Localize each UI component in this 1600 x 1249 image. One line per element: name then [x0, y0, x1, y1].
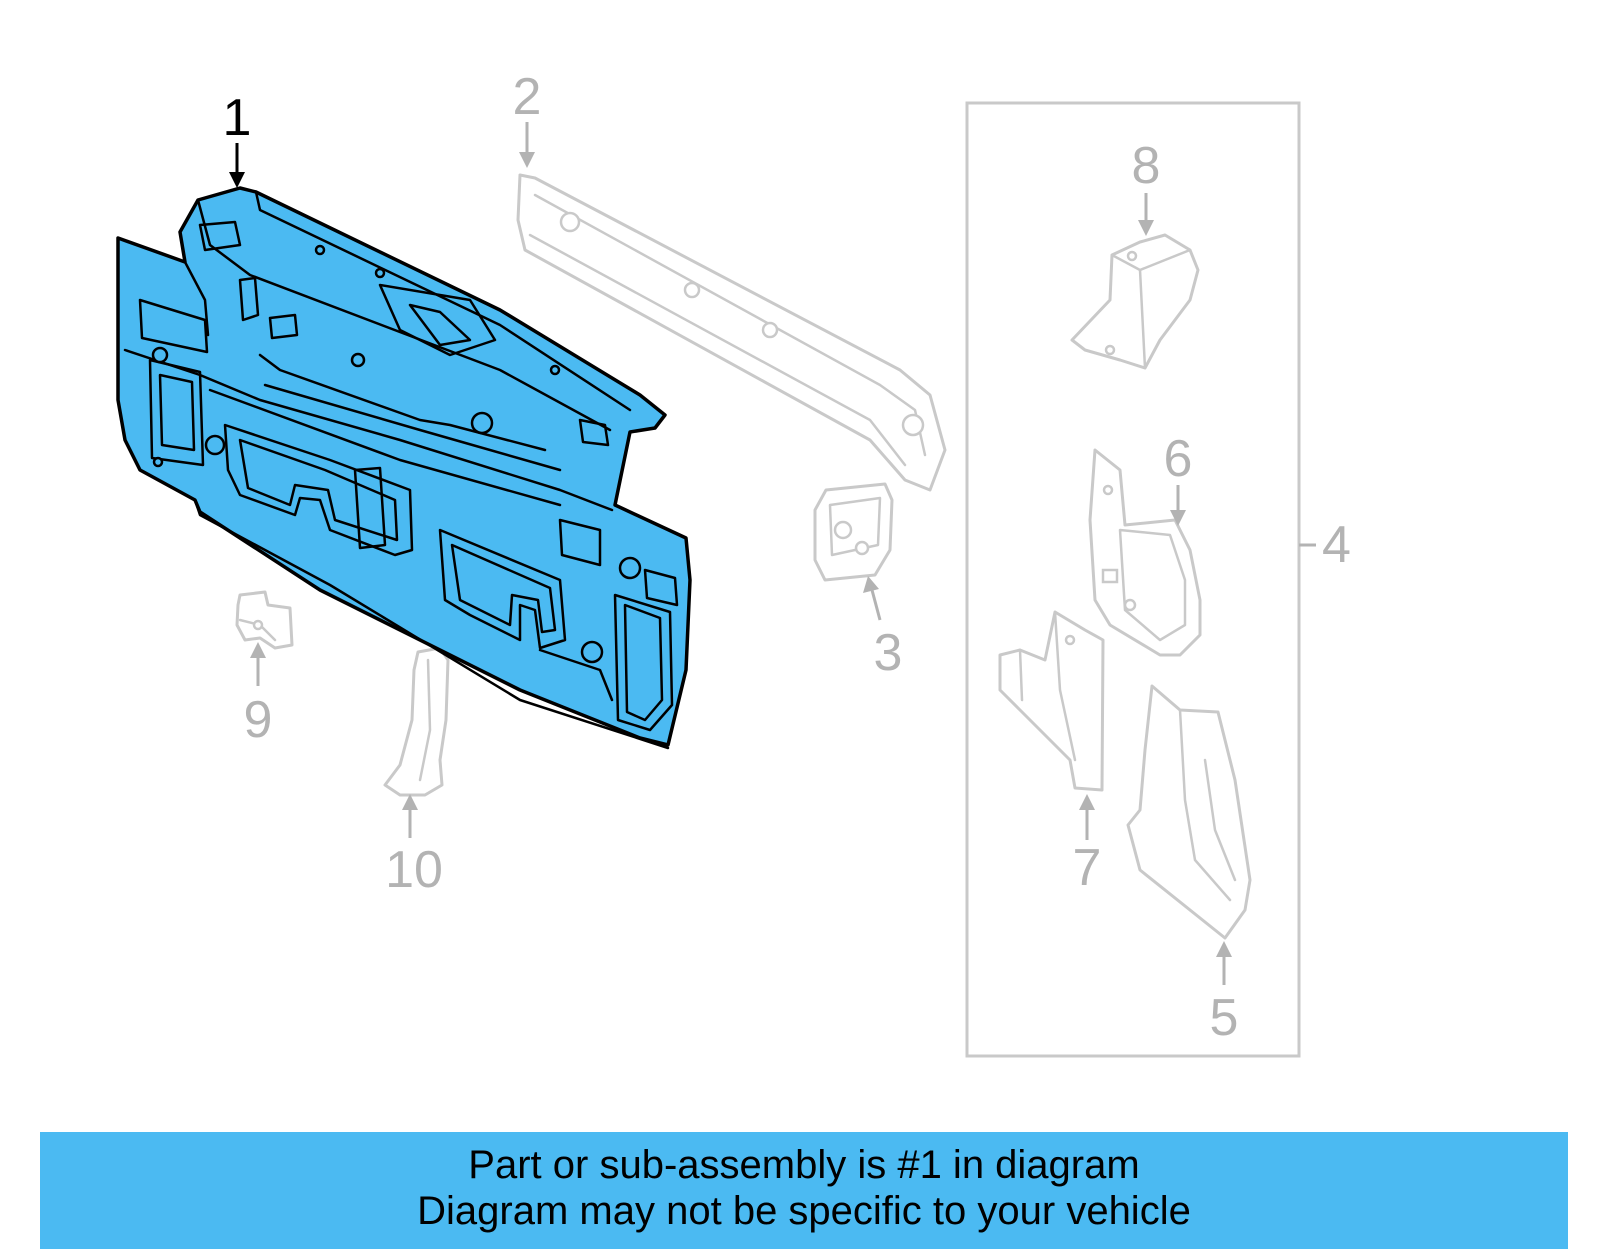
banner-line-2: Diagram may not be specific to your vehi…	[417, 1189, 1191, 1233]
leader-3	[863, 576, 882, 621]
part-3-bracket[interactable]	[813, 482, 894, 582]
callout-5: 5	[1210, 989, 1239, 1047]
leader-8	[1138, 193, 1154, 236]
banner-line-1: Part or sub-assembly is #1 in diagram	[468, 1143, 1140, 1187]
leader-6	[1170, 485, 1186, 526]
leader-7	[1079, 794, 1095, 840]
callout-4: 4	[1322, 516, 1351, 574]
part-1-rear-body-panel[interactable]	[116, 186, 692, 750]
leader-10	[402, 794, 418, 838]
leader-1	[229, 143, 245, 188]
leader-2	[519, 122, 535, 168]
callout-7: 7	[1073, 839, 1102, 897]
part-7-bracket[interactable]	[998, 610, 1105, 792]
part-10-brace[interactable]	[383, 646, 450, 797]
callout-8: 8	[1132, 137, 1161, 195]
callout-6: 6	[1164, 430, 1193, 488]
callout-3: 3	[874, 624, 903, 682]
info-banner: Part or sub-assembly is #1 in diagram Di…	[40, 1132, 1568, 1249]
callout-1: 1	[223, 89, 252, 147]
sub-assembly-box-4	[965, 101, 1301, 1058]
part-9-clip[interactable]	[235, 590, 294, 650]
callout-2: 2	[513, 68, 542, 126]
leader-5	[1216, 941, 1232, 985]
leader-9	[250, 642, 266, 686]
part-2-reinforcement[interactable]	[516, 173, 947, 492]
part-6-panel[interactable]	[1088, 448, 1202, 657]
part-5-panel[interactable]	[1126, 684, 1252, 940]
part-8-bracket[interactable]	[1070, 233, 1200, 370]
callout-10: 10	[385, 841, 443, 899]
callout-9: 9	[244, 691, 273, 749]
parts-diagram: 2 3 4 8 6	[116, 68, 1351, 1058]
